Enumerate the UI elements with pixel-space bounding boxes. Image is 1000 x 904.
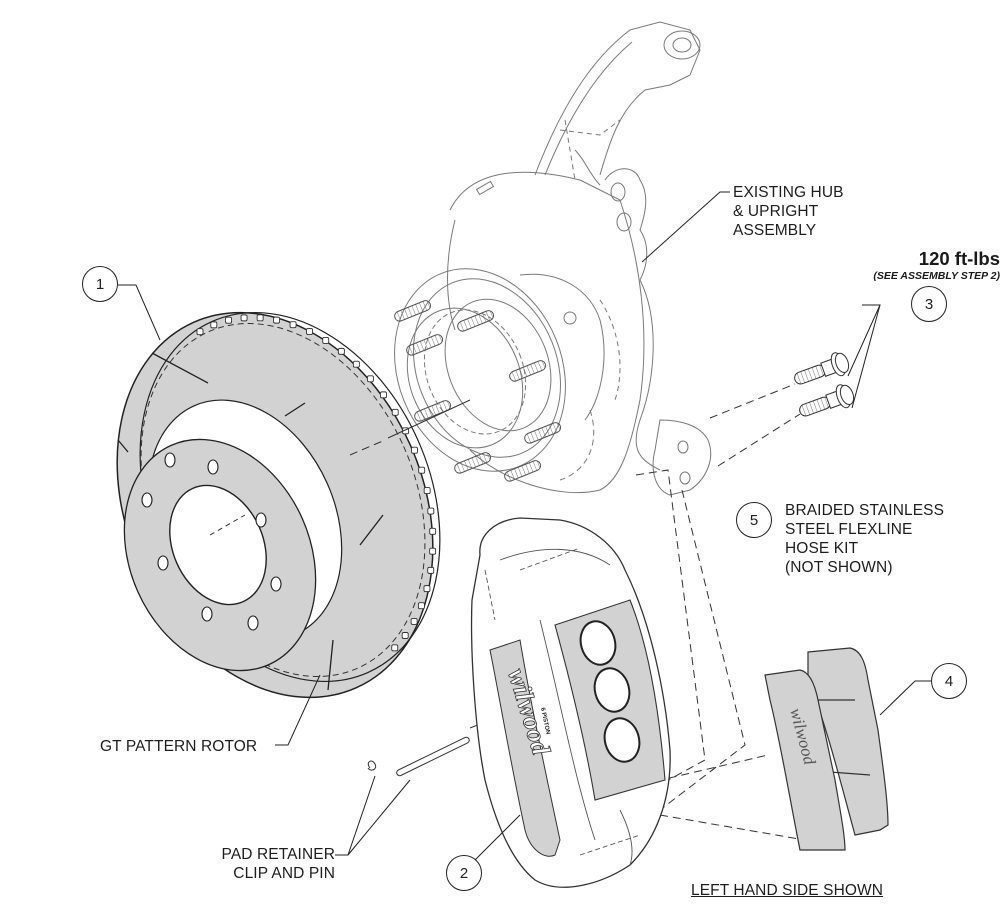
hub-assembly-label: EXISTING HUB & UPRIGHT ASSEMBLY [733, 183, 844, 240]
rotor-vent [391, 408, 399, 416]
flexline-line-1: BRAIDED STAINLESS [785, 502, 945, 519]
rotor-vent [417, 602, 425, 610]
torque-value: 120 ft-lbs [918, 248, 1000, 269]
flexline-label: BRAIDED STAINLESS STEEL FLEXLINE HOSE KI… [785, 501, 944, 577]
rotor-vent [427, 507, 435, 515]
torque-note: (SEE ASSEMBLY STEP 2) [873, 270, 1000, 282]
torque-spec: 120 ft-lbs (SEE ASSEMBLY STEP 2) [840, 248, 1000, 283]
rotor-vent [210, 321, 218, 329]
flexline-line-3: HOSE KIT [785, 540, 859, 557]
leader-lines [118, 191, 932, 871]
rotor-vent [352, 360, 360, 368]
rotor-vent [410, 617, 418, 625]
rotor-vent [366, 375, 374, 383]
rotor-vent [273, 316, 280, 324]
hub-label-line-1: EXISTING HUB [733, 184, 844, 201]
caliper-piston-marking: 6 PISTON [539, 707, 551, 735]
rotor-vent [240, 314, 248, 322]
rotor-vent [429, 547, 437, 555]
pad-retainer-pin [367, 736, 470, 777]
rotor-vents [196, 314, 437, 652]
rotor-vent [256, 314, 264, 322]
rotor-vent [225, 316, 233, 324]
callout-3: 3 [911, 286, 947, 322]
rotor-vent [411, 446, 418, 454]
pad-retainer-label: PAD RETAINER CLIP AND PIN [200, 845, 335, 883]
rotor-label: GT PATTERN ROTOR [100, 738, 258, 755]
rotor-vent [306, 328, 313, 335]
caliper-mount-bolts [794, 352, 855, 417]
hub-label-line-3: ASSEMBLY [733, 222, 817, 239]
hub-label-line-2: & UPRIGHT [733, 203, 819, 220]
rotor-vent [401, 632, 409, 639]
flexline-line-2: STEEL FLEXLINE [785, 521, 913, 538]
rotor-vent [196, 328, 204, 336]
rotor-vent [322, 336, 330, 344]
flexline-line-4: (NOT SHOWN) [785, 559, 893, 576]
rotor-vent [289, 321, 297, 329]
rotor-vent [423, 487, 431, 495]
pad-retainer-line-1: PAD RETAINER [221, 846, 335, 863]
callout-4: 4 [931, 663, 967, 699]
brake-pads: wilwood [764, 647, 889, 851]
callout-1: 1 [82, 266, 118, 302]
gt-pattern-rotor [116, 311, 441, 699]
rotor-vent [337, 347, 345, 355]
rotor-vent [380, 391, 387, 399]
caliper: wilwood 6 PISTON [470, 517, 671, 888]
rotor-vent [429, 527, 437, 535]
rotor-vent [427, 566, 435, 574]
side-note: LEFT HAND SIDE SHOWN [691, 882, 884, 899]
wheel-studs [394, 300, 562, 482]
callout-5: 5 [736, 502, 772, 538]
pad-retainer-line-2: CLIP AND PIN [233, 865, 335, 882]
rotor-vent [418, 466, 426, 474]
rotor-vent [391, 644, 399, 652]
hub-upright-assembly [394, 21, 712, 496]
rotor-vent [423, 585, 431, 593]
callout-2: 2 [446, 855, 482, 891]
